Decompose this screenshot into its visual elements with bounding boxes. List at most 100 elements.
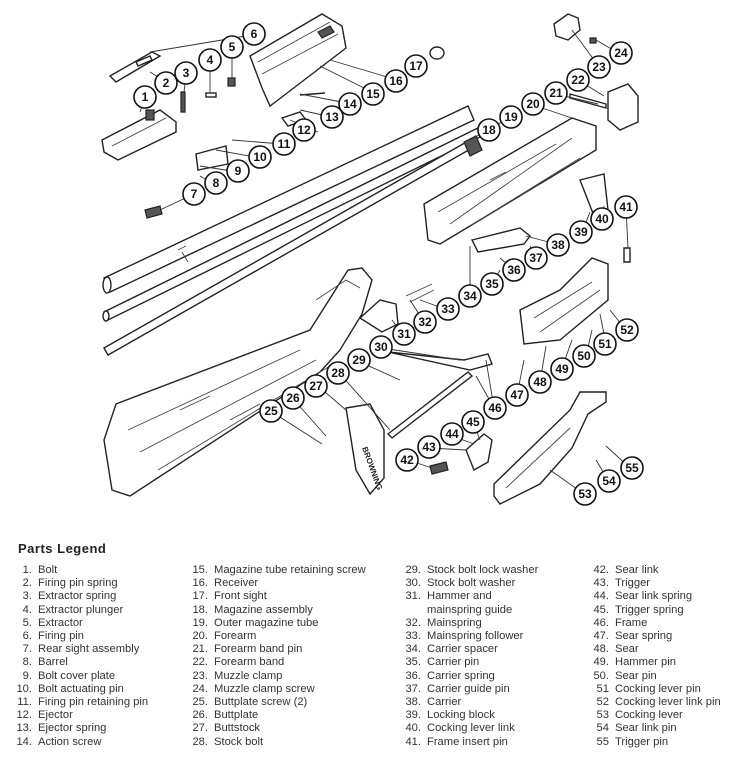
legend-item: 16.Receiver: [185, 577, 366, 590]
callout-10: 10: [248, 145, 272, 169]
svg-text:18: 18: [482, 123, 496, 137]
legend-item-number: 40.: [405, 722, 421, 735]
callout-50: 50: [572, 344, 596, 368]
legend-item: 52 Cocking lever link pin: [585, 696, 721, 709]
callout-24: 24: [609, 41, 633, 65]
svg-text:35: 35: [485, 277, 499, 291]
svg-text:51: 51: [598, 337, 612, 351]
legend-item: 17.Front sight: [185, 590, 366, 603]
callout-29: 29: [347, 348, 371, 372]
legend-item: 11.Firing pin retaining pin: [12, 696, 148, 709]
svg-text:53: 53: [578, 487, 592, 501]
svg-text:25: 25: [264, 404, 278, 418]
legend-item-name: Action screw: [38, 735, 102, 748]
legend-item: 44.Sear link spring: [585, 590, 721, 603]
small-parts: [108, 46, 445, 219]
legend-item: 31.Hammer and: [395, 590, 538, 603]
svg-text:20: 20: [526, 97, 540, 111]
svg-text:37: 37: [529, 251, 543, 265]
legend-item-number: 6.: [22, 630, 32, 643]
svg-text:1: 1: [142, 90, 149, 104]
hammer-assembly: [358, 283, 435, 333]
buttstock: [103, 267, 373, 497]
legend-item-number: 32.: [405, 616, 421, 629]
trigger: [429, 433, 493, 475]
legend-item-number: 52: [596, 696, 609, 709]
legend-item-name: Firing pin: [38, 630, 85, 643]
legend-item-number: 1.: [22, 564, 32, 576]
callout-2: 2: [154, 71, 178, 95]
callout-21: 21: [544, 81, 568, 105]
callout-26: 26: [281, 386, 305, 410]
legend-item-number: 13.: [16, 722, 32, 735]
legend-item: 36.Carrier spring: [395, 670, 538, 683]
legend-item-number: 14.: [16, 735, 32, 748]
legend-item-number: 10.: [16, 682, 32, 695]
legend-item: 8.Barrel: [12, 656, 148, 669]
legend-item-name: Cocking lever link pin: [615, 696, 721, 709]
callout-9: 9: [226, 159, 250, 183]
legend-item-name: Firing pin retaining pin: [38, 696, 149, 709]
legend-item: 32.Mainspring: [395, 617, 538, 630]
callout-48: 48: [528, 370, 552, 394]
callout-53: 53: [573, 482, 597, 506]
svg-text:21: 21: [549, 86, 563, 100]
callout-39: 39: [569, 220, 593, 244]
svg-text:29: 29: [352, 353, 366, 367]
callout-40: 40: [590, 207, 614, 231]
callout-30: 30: [369, 335, 393, 359]
legend-item-number: 19.: [192, 616, 208, 629]
legend-item: 24.Muzzle clamp screw: [185, 683, 366, 696]
legend-item-name: Muzzle clamp: [214, 669, 283, 682]
legend-item-number: 26.: [192, 709, 208, 722]
legend-item-number: 53: [596, 709, 609, 722]
svg-text:14: 14: [343, 97, 357, 111]
legend-item-number: 31.: [405, 590, 421, 603]
legend-item: 23.Muzzle clamp: [185, 670, 366, 683]
legend-item-number: 33.: [405, 630, 421, 643]
legend-item: 13.Ejector spring: [12, 722, 148, 735]
legend-item-name: Carrier pin: [427, 656, 480, 669]
legend-item: 53 Cocking lever: [585, 709, 721, 722]
legend-item: mainspring guide: [395, 604, 538, 617]
legend-item-number: 20.: [192, 630, 208, 643]
legend-item: 1.Bolt: [12, 564, 148, 577]
legend-item-number: 55: [596, 735, 609, 748]
svg-text:3: 3: [183, 66, 190, 80]
legend-item-number: 27.: [192, 722, 208, 735]
legend-item-number: 16.: [192, 577, 208, 590]
legend-item: 20.Forearm: [185, 630, 366, 643]
legend-item-name: Magazine tube retaining screw: [214, 564, 366, 576]
legend-item: 50.Sear pin: [585, 670, 721, 683]
legend-item: 29.Stock bolt lock washer: [395, 564, 538, 577]
legend-item-number: 30.: [405, 577, 421, 590]
callout-38: 38: [546, 233, 570, 257]
callout-23: 23: [587, 55, 611, 79]
receiver: [249, 13, 347, 108]
legend-item-number: 3.: [22, 590, 32, 603]
legend-item-name: Sear link pin: [615, 722, 677, 735]
legend-item-name: Frame insert pin: [427, 735, 508, 748]
callout-32: 32: [413, 310, 437, 334]
legend-item: 41.Frame insert pin: [395, 736, 538, 749]
legend-item-number: 22.: [192, 656, 208, 669]
svg-text:42: 42: [400, 453, 414, 467]
legend-item: 30.Stock bolt washer: [395, 577, 538, 590]
callout-54: 54: [597, 469, 621, 493]
legend-item: 47.Sear spring: [585, 630, 721, 643]
legend-item-name: Rear sight assembly: [38, 643, 140, 656]
svg-text:41: 41: [619, 200, 633, 214]
callout-6: 6: [242, 22, 266, 46]
svg-text:54: 54: [602, 474, 616, 488]
legend-item-number: 25.: [192, 696, 208, 709]
callout-52: 52: [615, 318, 639, 342]
legend-item-name: Cocking lever: [615, 709, 683, 722]
legend-item-number: 5.: [22, 616, 32, 629]
legend-item-number: 43.: [593, 577, 609, 590]
legend-item-number: 4.: [22, 603, 32, 616]
svg-text:39: 39: [574, 225, 588, 239]
